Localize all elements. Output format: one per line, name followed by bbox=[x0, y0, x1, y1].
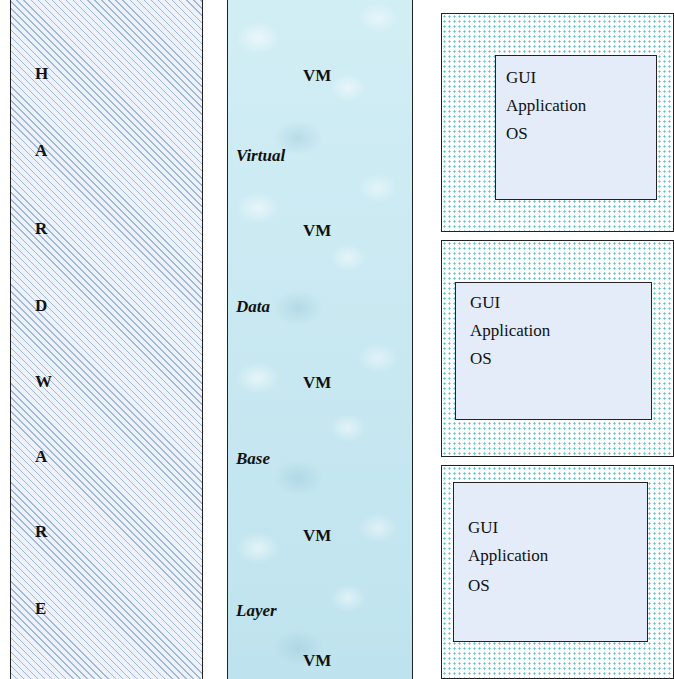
hardware-column: H A R D W A R E bbox=[10, 0, 203, 679]
vm-box: GUI ApplicationOS bbox=[455, 282, 652, 420]
layer-label: VM bbox=[303, 373, 331, 393]
vm-layer-label: OS bbox=[470, 349, 492, 369]
hardware-letter: H bbox=[35, 64, 48, 84]
vm-layer-label: Application bbox=[470, 321, 550, 341]
vm-layer-label: GUI bbox=[506, 68, 536, 88]
hardware-letter: A bbox=[35, 447, 47, 467]
vm-layer-label: OS bbox=[506, 124, 528, 144]
vm-layer-label: Application bbox=[506, 96, 586, 116]
layer-label: Base bbox=[236, 449, 270, 469]
layer-label: Layer bbox=[236, 601, 277, 621]
hardware-letter: R bbox=[35, 219, 47, 239]
hardware-letter: W bbox=[35, 372, 52, 392]
vm-box: GUI ApplicationOS bbox=[495, 55, 657, 200]
virtual-layer-column: VMVirtualVMDataVMBaseVMLayerVM bbox=[227, 0, 413, 679]
layer-label: Virtual bbox=[236, 146, 285, 166]
hardware-letter: R bbox=[35, 522, 47, 542]
layer-label: VM bbox=[303, 221, 331, 241]
vm-layer-label: Application bbox=[468, 546, 548, 566]
layer-label: VM bbox=[303, 526, 331, 546]
hardware-letter: D bbox=[35, 296, 47, 316]
hardware-letter: A bbox=[35, 141, 47, 161]
layer-label: VM bbox=[303, 66, 331, 86]
layer-label: VM bbox=[303, 651, 331, 671]
vm-layer-label: GUI bbox=[470, 293, 500, 313]
vm-layer-label: OS bbox=[468, 576, 490, 596]
vm-box: GUI ApplicationOS bbox=[453, 482, 648, 642]
vm-layer-label: GUI bbox=[468, 518, 498, 538]
layer-label: Data bbox=[236, 297, 270, 317]
hardware-letter: E bbox=[35, 599, 46, 619]
